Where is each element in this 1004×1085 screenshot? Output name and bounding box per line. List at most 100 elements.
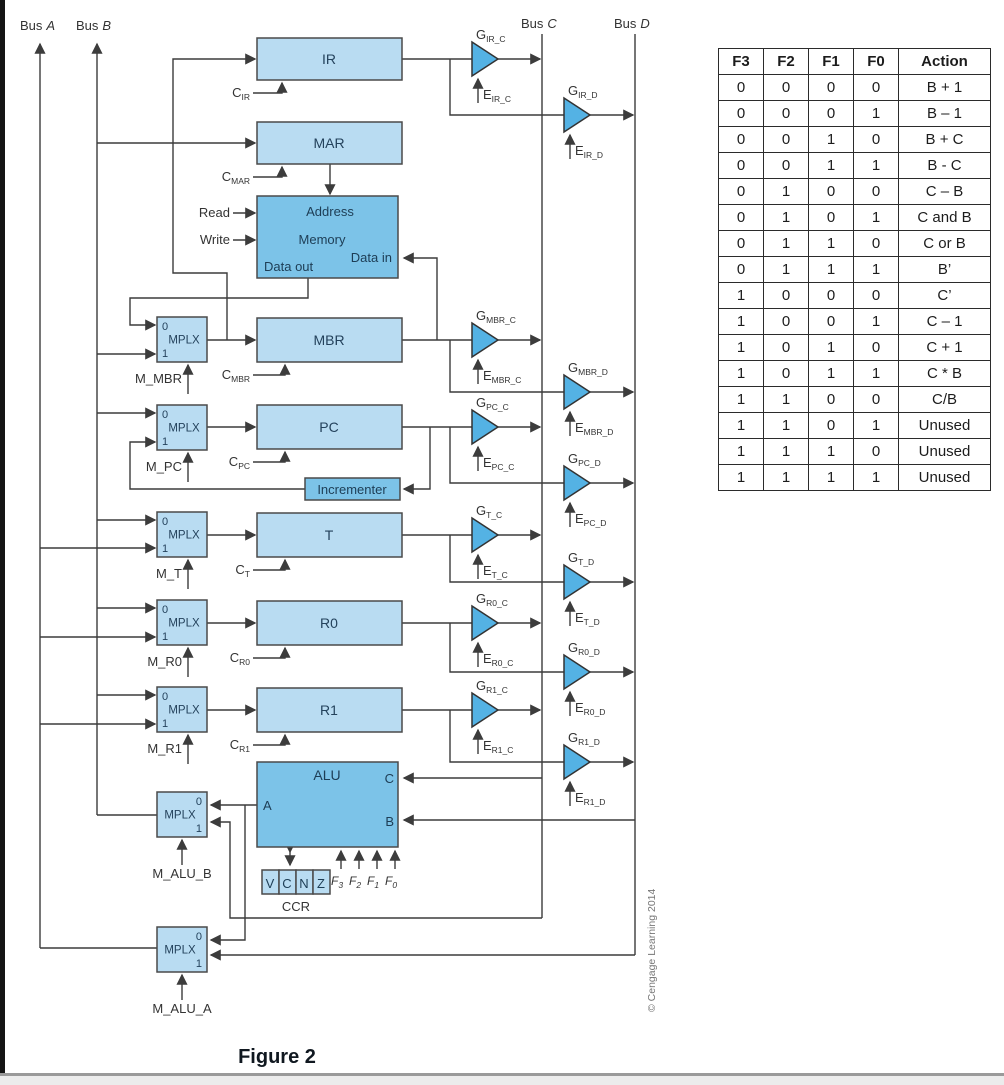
table-header-cell: Action <box>898 48 991 75</box>
table-cell: B + C <box>898 126 991 153</box>
select-label-alu_a: M_ALU_A <box>152 1001 212 1016</box>
clock-arrow-mar <box>253 165 288 178</box>
alu-port-a-label: A <box>263 798 272 813</box>
register-t-label: T <box>325 527 334 543</box>
select-label-t: M_T <box>156 566 182 581</box>
mplx-r0-in1: 1 <box>162 631 168 643</box>
table-header-row: F3 F2 F1 F0 Action <box>718 48 991 75</box>
table-cell: 0 <box>853 438 899 465</box>
buffer-layer: GIR_CEIR_CGIR_DEIR_DGMBR_CEMBR_CGMBR_DEM… <box>471 27 613 807</box>
table-cell: 0 <box>763 308 809 335</box>
table-cell: 1 <box>718 282 764 309</box>
enable-label-t_c: ET_C <box>483 563 508 580</box>
table-cell: 1 <box>853 204 899 231</box>
buffer-r1_c-triangle <box>471 691 500 729</box>
memory-address-label: Address <box>306 204 354 219</box>
select-label-mbr: M_MBR <box>135 371 182 386</box>
table-cell: 1 <box>853 308 899 335</box>
table-cell: 1 <box>718 412 764 439</box>
enable-label-r0_d: ER0_D <box>575 700 605 717</box>
table-cell: 0 <box>718 100 764 127</box>
enable-label-t_d: ET_D <box>575 610 600 627</box>
register-r1 <box>256 687 403 733</box>
table-cell: 1 <box>763 256 809 283</box>
register-r0 <box>256 600 403 646</box>
mplx-t-label: MPLX <box>168 530 200 542</box>
register-pc-label: PC <box>319 419 338 435</box>
clock-t: CT <box>235 558 291 579</box>
alu-port-c-label: C <box>385 771 394 786</box>
mplx-r1-in0: 0 <box>162 691 168 703</box>
table-cell: 1 <box>718 308 764 335</box>
clock-arrow-r0 <box>253 646 291 659</box>
table-cell: 0 <box>808 74 854 101</box>
gate-label-mbr_d: GMBR_D <box>568 360 608 377</box>
table-cell: 0 <box>718 256 764 283</box>
ccr-label: CCR <box>282 899 310 914</box>
table-cell: 1 <box>763 230 809 257</box>
table-cell: 1 <box>763 386 809 413</box>
buffer-mbr_c-triangle <box>471 321 500 359</box>
copyright-note: © Cengage Learning 2014 <box>646 888 658 1012</box>
ccr-flag-c: C <box>282 876 291 891</box>
enable-label-r0_c: ER0_C <box>483 651 513 668</box>
mplx-alu_b-label: MPLX <box>164 810 196 822</box>
table-cell: 0 <box>763 126 809 153</box>
clock-r1: CR1 <box>230 733 291 754</box>
clock-label-pc: CPC <box>229 454 250 471</box>
table-cell: 0 <box>718 126 764 153</box>
table-cell: 1 <box>718 464 764 491</box>
mplx-t-in1: 1 <box>162 543 168 555</box>
buffer-pc_c-triangle <box>471 408 500 446</box>
mplx-pc-in0: 0 <box>162 409 168 421</box>
table-cell: 1 <box>808 152 854 179</box>
buffer-r1_d-triangle <box>563 743 592 781</box>
buffer-t_d-triangle <box>563 563 592 601</box>
register-mar-label: MAR <box>313 135 344 151</box>
enable-label-mbr_d: EMBR_D <box>575 420 613 437</box>
buffer-r0_c-triangle <box>471 604 500 642</box>
ccr-flag-v: V <box>266 876 275 891</box>
clock-arrow-mbr <box>253 363 291 376</box>
table-cell: 0 <box>763 152 809 179</box>
mplx-r0-label: MPLX <box>168 618 200 630</box>
ccr-flag-z-cell <box>312 869 331 895</box>
table-cell: 0 <box>763 282 809 309</box>
mplx-pc-in1: 1 <box>162 436 168 448</box>
table-cell: 1 <box>853 412 899 439</box>
mplx-alu_a-in0: 0 <box>196 931 202 943</box>
table-cell: Unused <box>898 412 991 439</box>
table-cell: 0 <box>763 334 809 361</box>
mplx-r1-box <box>156 686 208 733</box>
bottom-strip <box>0 1076 1004 1085</box>
enable-label-r1_d: ER1_D <box>575 790 605 807</box>
table-cell: 0 <box>718 204 764 231</box>
clock-mar: CMAR <box>222 165 288 186</box>
table-cell: 1 <box>853 360 899 387</box>
table-cell: C – B <box>898 178 991 205</box>
clock-label-t: CT <box>235 562 250 579</box>
gate-label-ir_c: GIR_C <box>476 27 506 44</box>
incrementer-label: Incrementer <box>317 482 387 497</box>
figure-caption: Figure 2 <box>238 1046 316 1068</box>
table-cell: 1 <box>718 438 764 465</box>
ccr-flag-n: N <box>299 876 308 891</box>
